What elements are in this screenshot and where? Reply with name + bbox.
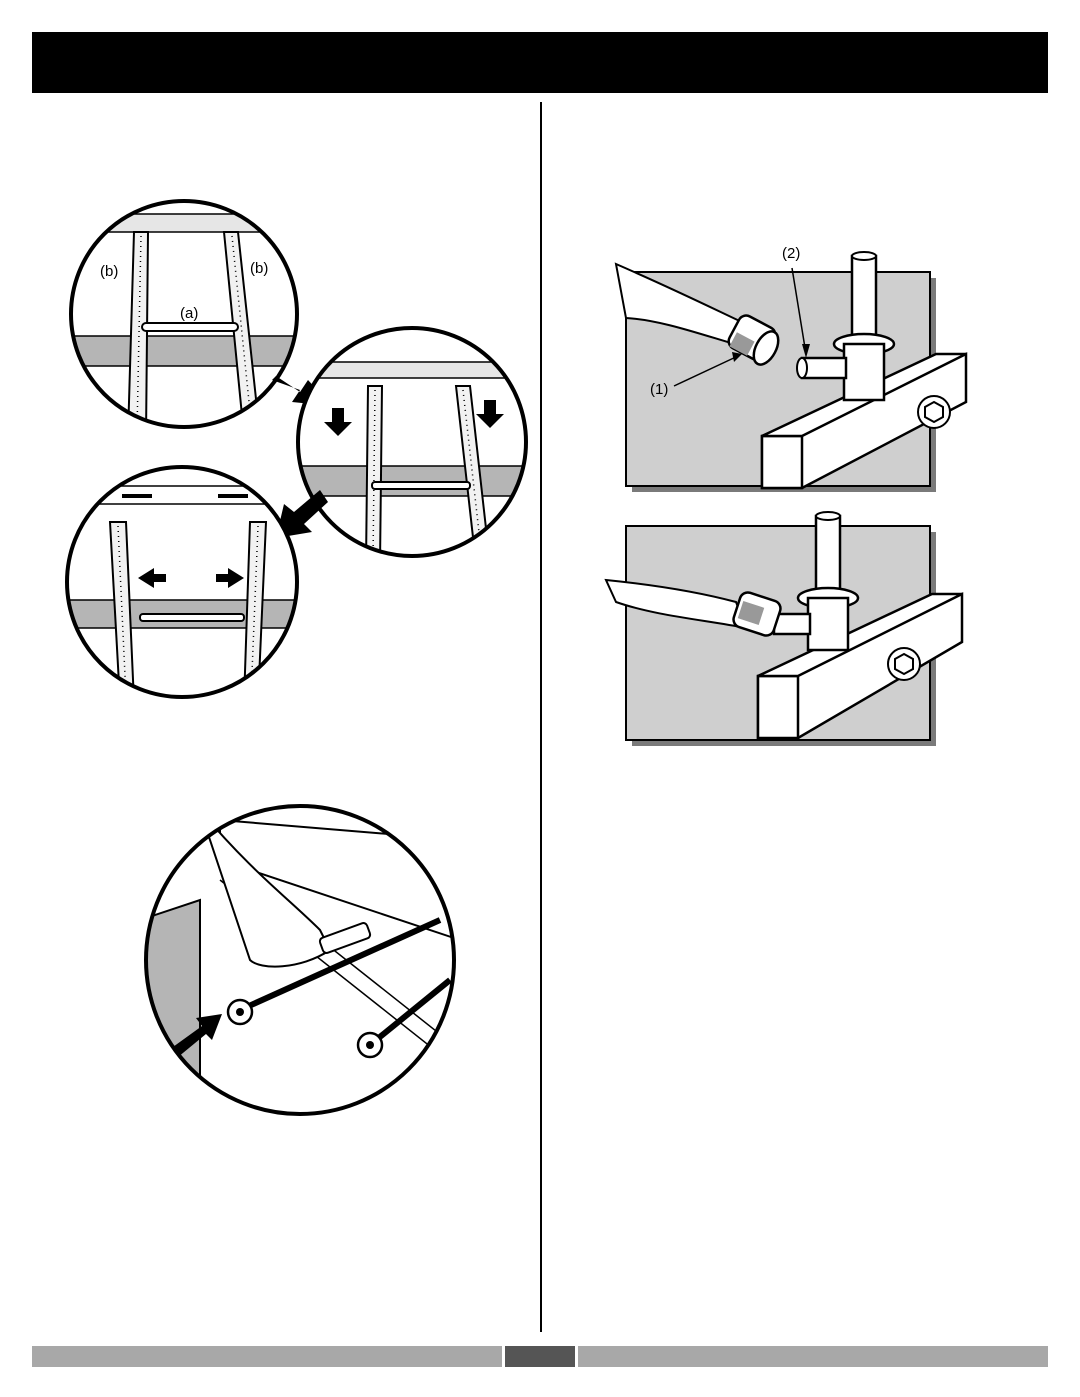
detail-circle-hand-removal	[144, 804, 456, 1116]
header-bar	[32, 32, 1048, 93]
label-b-left: (b)	[100, 263, 118, 280]
label-a: (a)	[180, 305, 198, 322]
footer-bar-left	[32, 1346, 502, 1367]
footer-page-box	[505, 1346, 575, 1367]
column-divider	[540, 102, 542, 1332]
connector-figure-before: (2) (1)	[614, 245, 968, 492]
label-part-1: (1)	[650, 381, 668, 398]
detail-circle-lowered	[296, 326, 528, 558]
arrow-step-2	[276, 490, 328, 538]
detail-circle-spread	[65, 465, 299, 699]
detail-circle-ladder: (b) (b) (a)	[69, 199, 299, 429]
footer-bar-right	[578, 1346, 1048, 1367]
connector-figure-after	[604, 511, 964, 746]
label-part-2: (2)	[782, 245, 800, 262]
label-b-right: (b)	[250, 260, 268, 277]
